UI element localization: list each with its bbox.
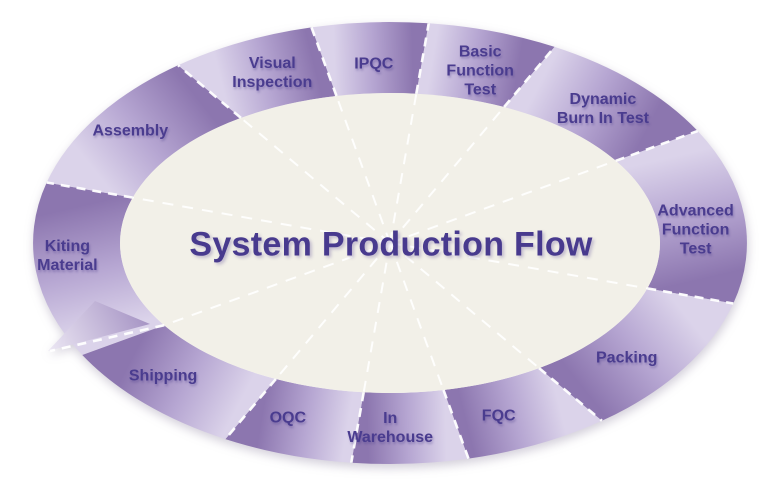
center-ray-line [362,242,391,393]
divider-line [224,378,277,440]
stage-label-fqc: FQC [482,406,516,425]
center-ray-line [389,242,445,391]
stage-label-line: Test [679,240,712,258]
divider-line [503,46,556,108]
stage-label-line: Dynamic [569,90,637,108]
divider-line [46,181,133,199]
stage-label-line: Visual [248,55,296,73]
divider-line [442,389,470,460]
stage-label-line: Warehouse [347,428,434,446]
diagram-title: System Production Flow [189,225,593,264]
stage-label-line: Test [464,81,497,99]
divider-line [350,392,365,463]
center-ray-line [335,95,391,244]
center-ray-line [389,93,418,244]
center-ray-line [389,106,505,244]
stage-label-line: Function [661,221,730,239]
stage-segment-in-warehouse [351,390,469,465]
divider-lines [46,23,734,463]
stage-label-line: Basic [458,43,502,61]
stage-segment-dynamic-burn-in-test [504,46,698,161]
stage-segment-assembly [46,65,241,198]
stage-label-line: FQC [481,407,516,425]
stage-label-line: Advanced [657,202,734,220]
center-ray-line [240,117,391,244]
flow-start-arrow-icon [48,301,150,351]
stage-segment-shipping [82,325,276,440]
stage-label-ipqc: IPQC [354,55,393,74]
stage-label-line: Function [446,62,514,80]
stage-segment-kiting-material [33,182,165,355]
stage-segment-oqc [225,379,364,463]
stage-label-line: IPQC [354,55,394,73]
stage-label-shipping: Shipping [129,367,197,386]
divider-line [538,367,603,422]
divider-line [615,129,699,163]
stage-label-line: Material [37,257,98,275]
center-ray-line [389,159,617,244]
divider-line [177,64,242,119]
stage-label-oqc: OQC [270,409,306,428]
stage-label-line: Kiting [44,238,91,256]
stage-segment-visual-inspection [178,27,337,118]
stage-label-line: Burn In Test [556,109,649,127]
center-ray-line [389,242,540,369]
divider-line [415,23,430,94]
stage-label-line: Shipping [128,367,198,385]
center-ray-line [389,242,648,290]
ring-segments [33,21,747,465]
stage-segment-ipqc [311,21,429,97]
stage-label-line: Packing [596,349,658,367]
stage-label-assembly: Assembly [93,122,169,141]
stage-label-line: Inspection [232,74,313,92]
center-ray-line [275,242,391,380]
stage-segment-packing [539,288,734,421]
stage-label-packing: Packing [596,348,657,367]
stage-label-line: OQC [269,409,307,427]
stage-label-line: In [383,409,398,427]
stage-label-line: Assembly [92,122,169,140]
center-ray-line [132,196,391,244]
divider-line [310,26,338,97]
center-ray-line [163,242,391,327]
divider-line [49,323,165,353]
stage-segment-basic-function-test [416,23,555,107]
stage-segment-advanced-function-test [615,131,747,304]
stage-segment-fqc [443,368,602,459]
divider-line [647,287,734,305]
